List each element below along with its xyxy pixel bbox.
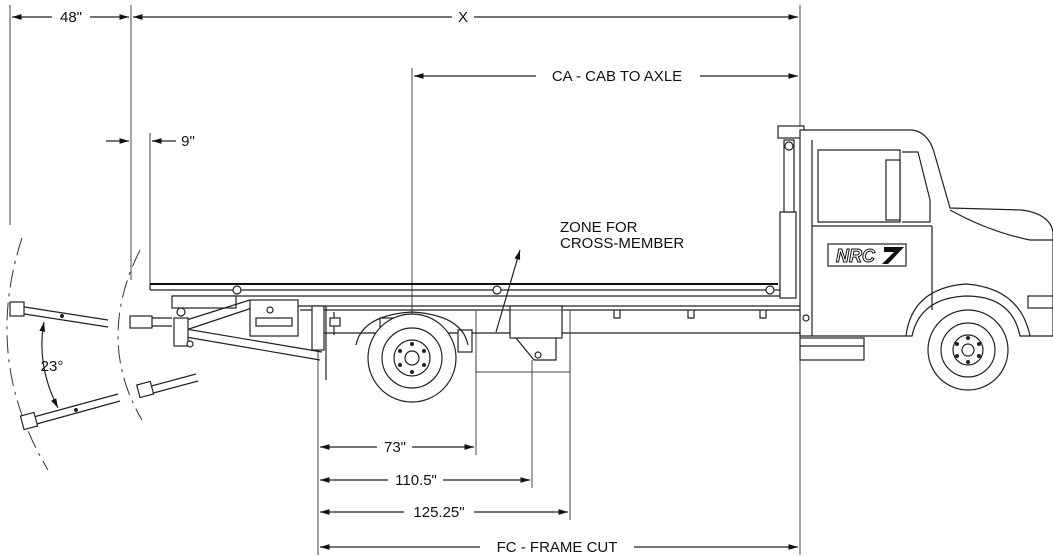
wheel-lift-lowered xyxy=(135,373,199,399)
truck-cab xyxy=(799,129,1053,361)
rear-wheel xyxy=(355,311,469,403)
dim-ca-label: CA - CAB TO AXLE xyxy=(552,68,682,85)
lift-arm-lower xyxy=(19,393,121,431)
dim-73-label: 73" xyxy=(384,439,406,456)
subframe xyxy=(171,249,800,380)
tilt-swing-arcs: 23° xyxy=(6,237,199,471)
angle-23-label: 23° xyxy=(41,358,64,375)
zone-label-line2: CROSS-MEMBER xyxy=(560,235,684,252)
nrc-logo-text: NRC xyxy=(836,246,876,266)
zone-label-line1: ZONE FOR xyxy=(560,219,638,236)
nrc-logo: NRC xyxy=(827,243,907,267)
lift-arm-upper xyxy=(9,301,109,328)
dimension-lines: 48" X CA - CAB TO AXLE 9" 73" xyxy=(9,5,801,556)
dim-9-label: 9" xyxy=(181,133,195,150)
dim-48-label: 48" xyxy=(60,9,82,26)
dim-110-label: 110.5" xyxy=(395,472,437,489)
dim-fc-label: FC - FRAME CUT xyxy=(497,539,618,556)
dim-x-label: X xyxy=(458,9,468,26)
flatbed xyxy=(149,125,805,299)
front-wheel xyxy=(927,309,1009,391)
dim-125-label: 125.25" xyxy=(413,504,464,521)
wheel-lift-stowed xyxy=(129,315,172,329)
